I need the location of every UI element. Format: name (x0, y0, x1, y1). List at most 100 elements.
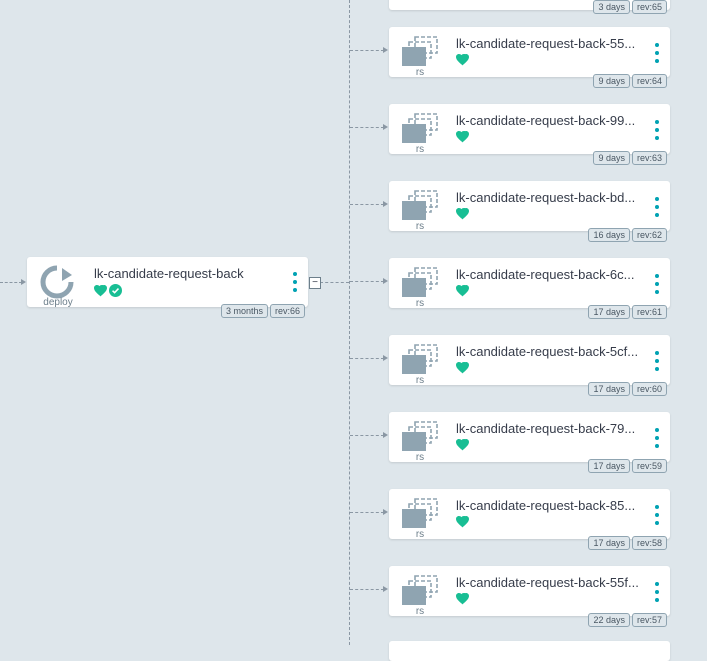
replicaset-node[interactable]: rs lk-candidate-request-back-bd... 16 da… (389, 181, 670, 242)
revision-tag: rev:63 (631, 151, 667, 165)
rs-edge (350, 589, 384, 590)
replicaset-icon (402, 421, 438, 451)
collapse-children-button[interactable]: − (309, 277, 321, 289)
age-tag: 17 days (588, 459, 630, 473)
age-tag: 22 days (588, 613, 630, 627)
node-status (94, 284, 122, 297)
revision-tag: rev:62 (631, 228, 667, 242)
revision-tag: rev:66 (269, 304, 305, 318)
age-tag: 17 days (588, 305, 630, 319)
tree-trunk-line (349, 0, 350, 645)
node-kind-label: rs (415, 221, 425, 232)
heart-icon (456, 516, 469, 528)
node-status (456, 131, 469, 143)
age-tag: 9 days (593, 74, 630, 88)
rs-edge-arrowhead (383, 509, 388, 515)
check-circle-icon (109, 284, 122, 297)
node-name: lk-candidate-request-back-85... (456, 498, 636, 513)
rs-edge-arrowhead (383, 278, 388, 284)
node-menu-button[interactable] (653, 197, 661, 219)
age-tag: 3 months (220, 304, 268, 318)
heart-icon (456, 131, 469, 143)
rs-edge-arrowhead (383, 432, 388, 438)
node-status (456, 362, 469, 374)
heart-icon (94, 284, 107, 296)
replicaset-node[interactable]: rs lk-candidate-request-back-55f... 22 d… (389, 566, 670, 627)
node-menu-button[interactable] (653, 351, 661, 373)
node-tags: 22 days rev:57 (588, 613, 667, 627)
node-name: lk-candidate-request-back-55f... (456, 575, 639, 590)
replicaset-node[interactable]: rs lk-candidate-request-back-79... 17 da… (389, 412, 670, 473)
revision-tag: rev:59 (631, 459, 667, 473)
node-tags: 17 days rev:58 (588, 536, 667, 550)
rs-edge (350, 512, 384, 513)
node-kind-label: deploy (43, 297, 73, 308)
rs-edge (350, 435, 384, 436)
replicaset-node[interactable]: rs lk-candidate-request-back-55... 9 day… (389, 27, 670, 88)
rs-edge-arrowhead (383, 47, 388, 53)
node-menu-button[interactable] (653, 505, 661, 527)
replicaset-node[interactable]: rs lk-candidate-request-back-99... 9 day… (389, 104, 670, 165)
revision-tag: rev:64 (631, 74, 667, 88)
rs-edge-arrowhead (383, 201, 388, 207)
node-kind-label: rs (415, 67, 425, 78)
deploy-incoming-arrowhead (21, 279, 26, 285)
age-tag: 16 days (588, 228, 630, 242)
revision-tag: rev:65 (631, 0, 667, 14)
replicaset-icon (402, 267, 438, 297)
replicaset-icon (402, 498, 438, 528)
rs-edge (350, 127, 384, 128)
replicaset-icon (402, 344, 438, 374)
age-tag: 9 days (593, 151, 630, 165)
heart-icon (456, 285, 469, 297)
node-menu-button[interactable] (653, 582, 661, 604)
replicaset-node[interactable]: rs lk-candidate-request-back-6c... 17 da… (389, 258, 670, 319)
node-name: lk-candidate-request-back-55... (456, 36, 636, 51)
revision-tag: rev:57 (631, 613, 667, 627)
replicaset-node[interactable]: rs lk-candidate-request-back-5cf... 17 d… (389, 335, 670, 396)
heart-icon (456, 54, 469, 66)
age-tag: 17 days (588, 536, 630, 550)
node-tags: 17 days rev:60 (588, 382, 667, 396)
replicaset-node-partial-bottom[interactable] (389, 641, 670, 661)
rs-edge (350, 204, 384, 205)
rs-edge-arrowhead (383, 355, 388, 361)
node-menu-button[interactable] (653, 43, 661, 65)
node-tags: 9 days rev:63 (593, 151, 667, 165)
replicaset-icon (402, 36, 438, 66)
node-name: lk-candidate-request-back-5cf... (456, 344, 639, 359)
revision-tag: rev:60 (631, 382, 667, 396)
node-menu-button[interactable] (653, 120, 661, 142)
partial-node-tags: 3 days rev:65 (593, 0, 667, 14)
rs-edge-arrowhead (383, 586, 388, 592)
age-tag: 17 days (588, 382, 630, 396)
node-status (456, 593, 469, 605)
node-status (456, 54, 469, 66)
rs-edge (350, 358, 384, 359)
node-menu-button[interactable] (291, 272, 299, 294)
node-kind-label: rs (415, 298, 425, 309)
deployment-node[interactable]: deploy lk-candidate-request-back 3 month… (27, 257, 308, 318)
replicaset-icon (402, 113, 438, 143)
node-kind-label: rs (415, 529, 425, 540)
node-name: lk-candidate-request-back (94, 266, 244, 281)
node-kind-label: rs (415, 452, 425, 463)
revision-tag: rev:58 (631, 536, 667, 550)
node-kind-label: rs (415, 606, 425, 617)
node-status (456, 285, 469, 297)
node-kind-label: rs (415, 144, 425, 155)
node-name: lk-candidate-request-back-bd... (456, 190, 636, 205)
replicaset-node[interactable]: rs lk-candidate-request-back-85... 17 da… (389, 489, 670, 550)
node-tags: 9 days rev:64 (593, 74, 667, 88)
node-name: lk-candidate-request-back-6c... (456, 267, 635, 282)
node-tags: 17 days rev:59 (588, 459, 667, 473)
node-tags: 3 months rev:66 (220, 304, 305, 318)
rs-edge (350, 50, 384, 51)
replicaset-node-partial[interactable]: 3 days rev:65 (389, 0, 670, 14)
node-name: lk-candidate-request-back-99... (456, 113, 636, 128)
node-menu-button[interactable] (653, 274, 661, 296)
deploy-incoming-edge (0, 282, 22, 283)
node-menu-button[interactable] (653, 428, 661, 450)
deploy-outgoing-edge (320, 282, 349, 283)
rs-edge-arrowhead (383, 124, 388, 130)
